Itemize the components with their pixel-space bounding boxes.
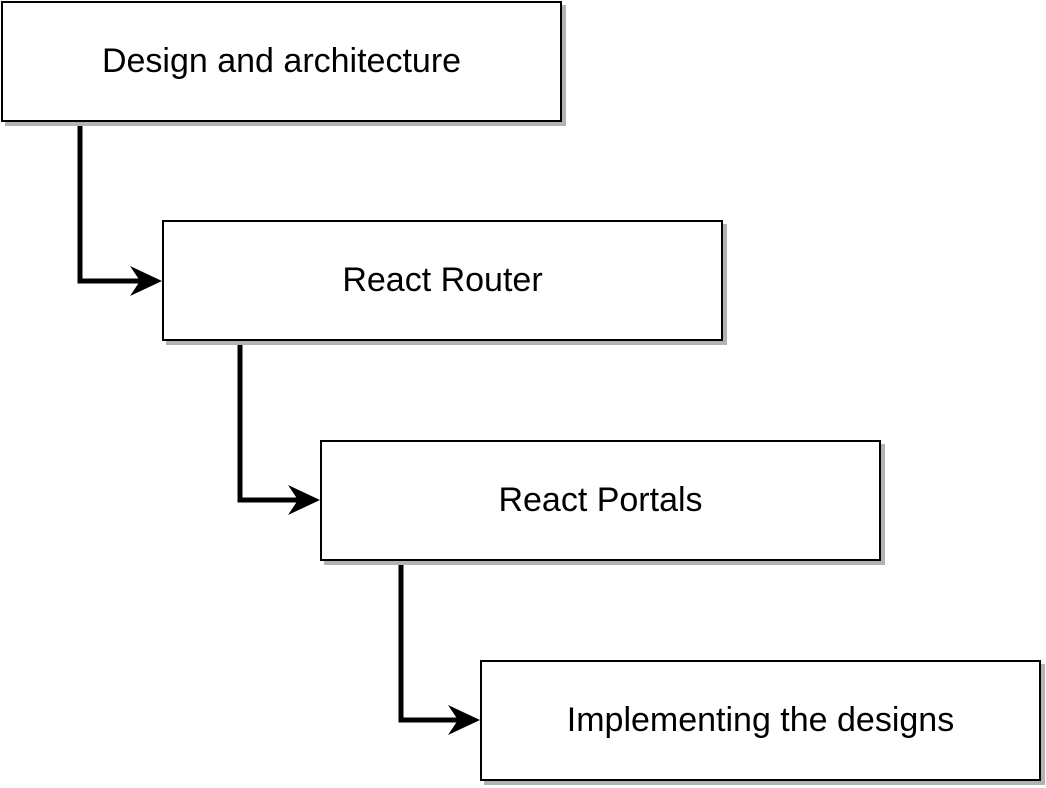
step-box-implementing-the-designs[interactable]: Implementing the designs [480,660,1041,781]
connector-1-to-2[interactable] [77,122,162,296]
arrowhead-icon [448,705,480,735]
step-label: React Portals [498,481,703,519]
arrowhead-icon [288,485,320,515]
connector-2-to-3[interactable] [237,341,320,515]
step-label: Design and architecture [101,42,462,80]
step-label: React Router [342,261,543,299]
step-box-react-router[interactable]: React Router [162,220,723,341]
arrowhead-icon [130,266,162,296]
step-box-react-portals[interactable]: React Portals [320,440,881,561]
connector-3-to-4[interactable] [398,561,480,735]
step-label: Implementing the designs [566,701,955,739]
step-box-design-and-architecture[interactable]: Design and architecture [1,1,562,122]
